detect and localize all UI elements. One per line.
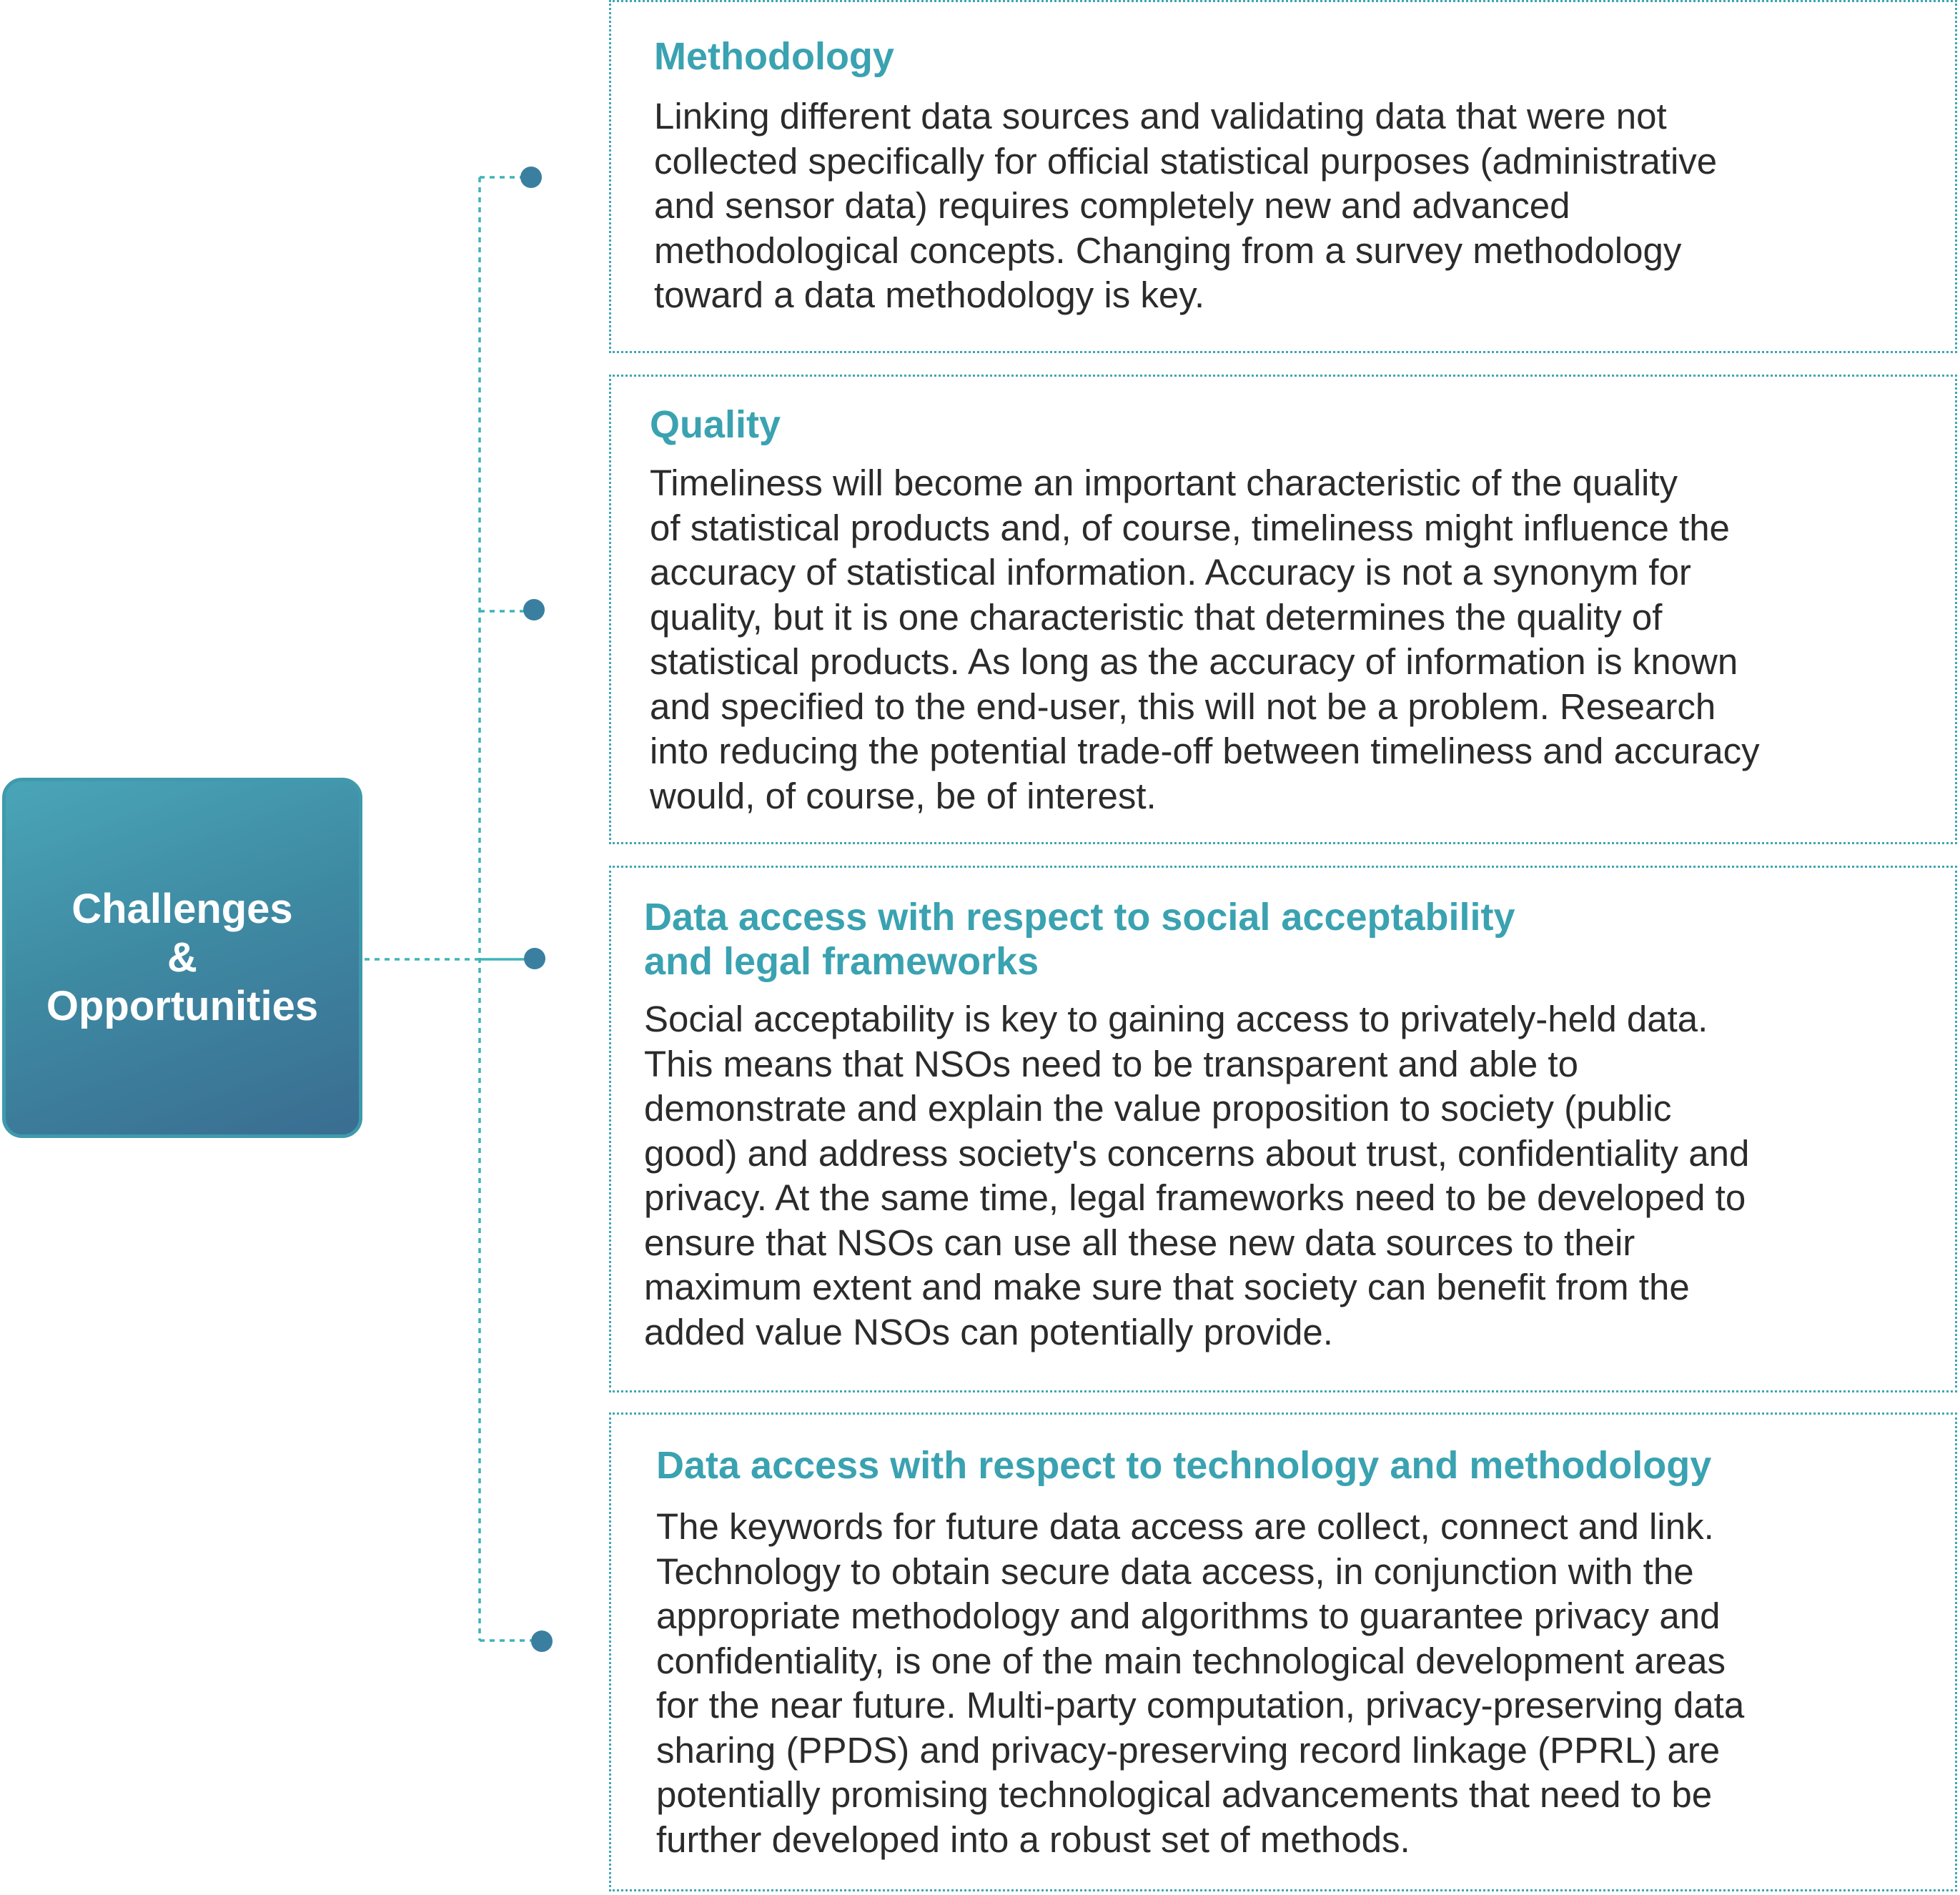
card-methodology: Methodology Linking different data sourc… [609, 0, 1957, 353]
card-technology-methodology: Data access with respect to technology a… [609, 1412, 1957, 1891]
node-dot-quality [523, 599, 545, 620]
card-body-technology-methodology: The keywords for future data access are … [656, 1506, 1745, 1860]
card-quality: Quality Timeliness will become an import… [609, 375, 1957, 844]
node-dot-technology [531, 1631, 553, 1652]
card-body-quality: Timeliness will become an important char… [650, 462, 1760, 816]
root-title: Challenges & Opportunities [46, 886, 319, 1029]
root-node: Challenges & Opportunities [2, 778, 362, 1138]
card-body-methodology: Linking different data sources and valid… [654, 96, 1718, 315]
node-dot-social [524, 948, 545, 969]
card-title-quality: Quality [650, 403, 781, 446]
card-title-social-acceptability: Data access with respect to social accep… [644, 896, 1515, 983]
card-title-technology-methodology: Data access with respect to technology a… [656, 1444, 1712, 1487]
card-body-social-acceptability: Social acceptability is key to gaining a… [644, 999, 1750, 1352]
card-social-acceptability: Data access with respect to social accep… [609, 866, 1957, 1392]
node-dot-methodology [520, 167, 542, 188]
card-title-methodology: Methodology [654, 35, 894, 78]
